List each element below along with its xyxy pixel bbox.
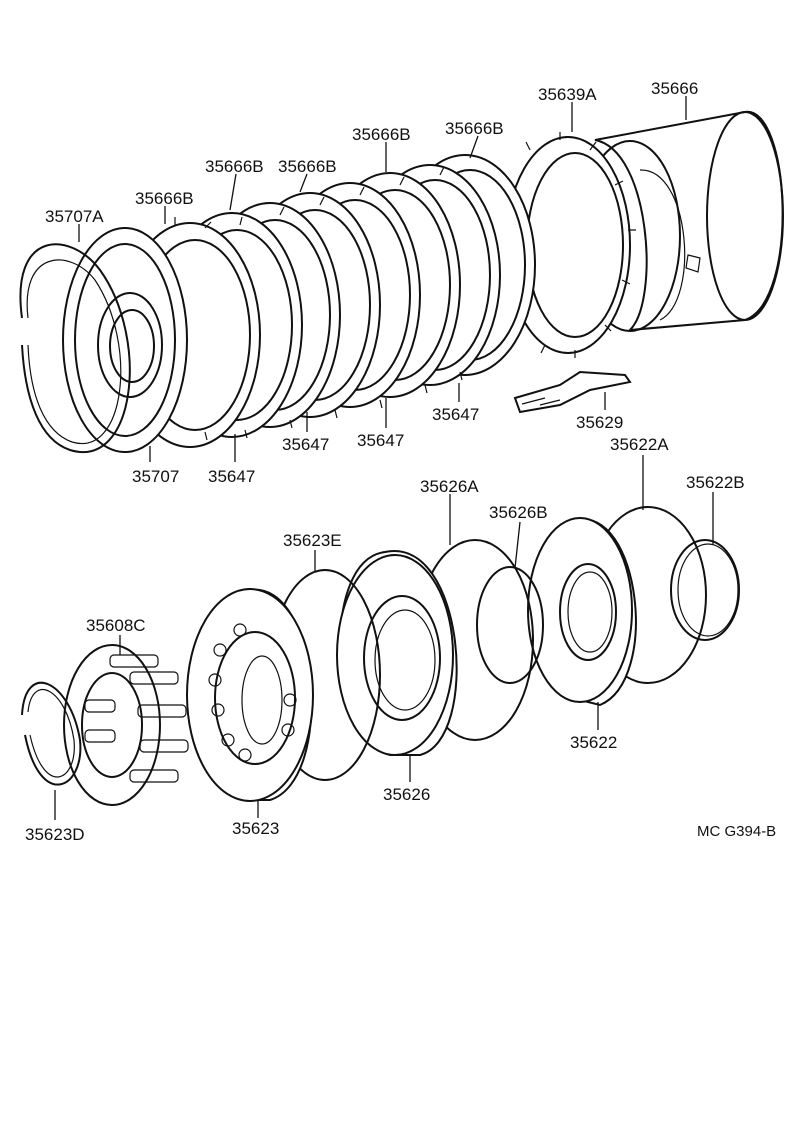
springs xyxy=(84,654,189,783)
label-35629: 35629 xyxy=(576,413,623,432)
flange-35707 xyxy=(62,227,188,453)
label-35647: 35647 xyxy=(208,467,255,486)
diagram-code: MC G394-B xyxy=(697,823,776,840)
piston-35623 xyxy=(186,588,314,802)
label-35622: 35622 xyxy=(570,733,617,752)
label-35639A: 35639A xyxy=(538,85,597,104)
piston-35626 xyxy=(336,550,458,756)
label-35666: 35666 xyxy=(651,79,698,98)
label-35608C: 35608C xyxy=(86,616,146,635)
label-35666B: 35666B xyxy=(205,157,264,176)
label-35647: 35647 xyxy=(357,431,404,450)
label-35622B: 35622B xyxy=(686,473,745,492)
spring-plate-35608C xyxy=(63,644,189,806)
o-ring-35622B xyxy=(670,539,740,641)
leader-lines xyxy=(54,96,714,820)
label-35647: 35647 xyxy=(282,435,329,454)
bracket-35629 xyxy=(513,370,632,414)
spring-seats xyxy=(208,623,297,762)
label-35707: 35707 xyxy=(132,467,179,486)
piston-35622 xyxy=(527,517,637,707)
label-35626B: 35626B xyxy=(489,503,548,522)
label-35666B: 35666B xyxy=(352,125,411,144)
label-35626A: 35626A xyxy=(420,477,479,496)
label-35622A: 35622A xyxy=(610,435,669,454)
o-ring-35626B xyxy=(476,566,544,684)
label-35647: 35647 xyxy=(432,405,479,424)
label-35666B: 35666B xyxy=(445,119,504,138)
label-35666B: 35666B xyxy=(135,189,194,208)
label-35707A: 35707A xyxy=(45,207,104,226)
snap-ring-35623D xyxy=(21,681,82,786)
snap-ring-35707A xyxy=(19,243,131,454)
label-35623: 35623 xyxy=(232,819,279,838)
part-labels: 35666 35639A 35666B 35666B 35666B 35666B… xyxy=(25,79,776,844)
label-35626: 35626 xyxy=(383,785,430,804)
drum-35666 xyxy=(579,110,784,332)
label-35623E: 35623E xyxy=(283,531,342,550)
label-35623D: 35623D xyxy=(25,825,85,844)
label-35666B: 35666B xyxy=(278,157,337,176)
